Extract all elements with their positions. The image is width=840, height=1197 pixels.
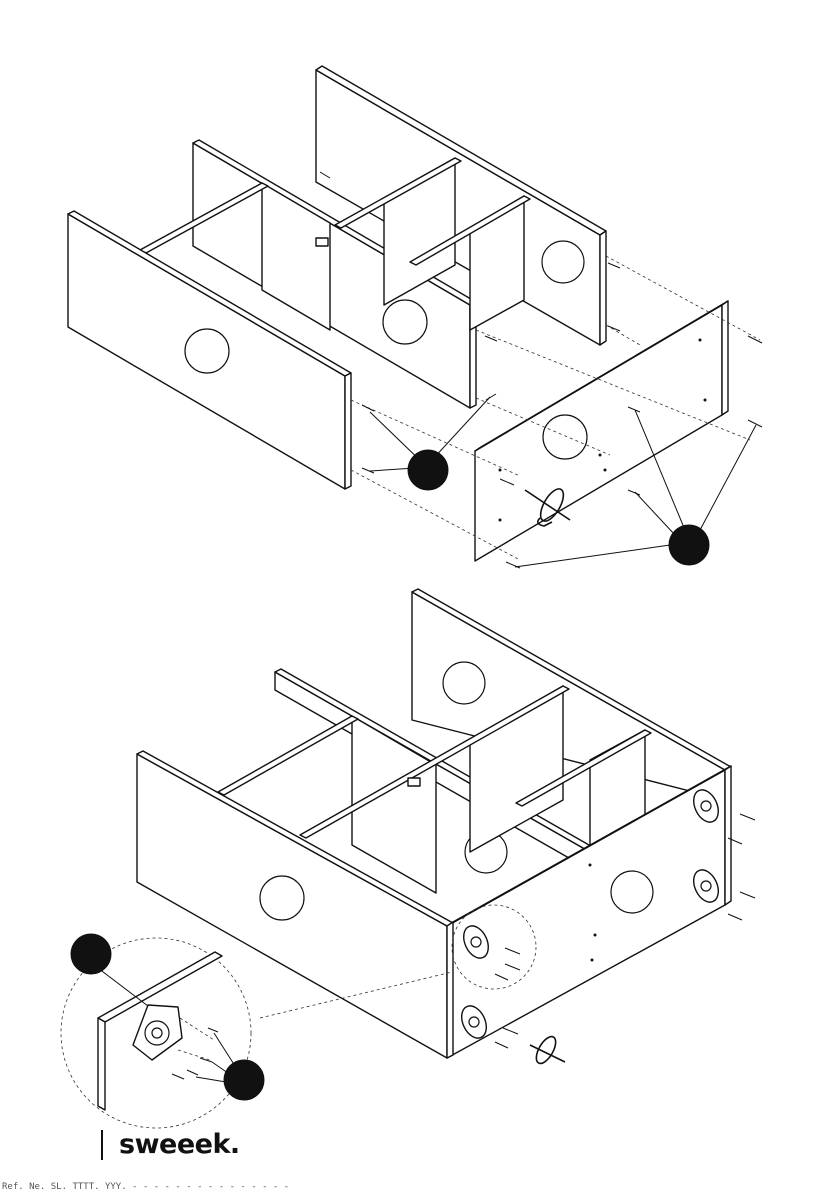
handle-hole: [260, 876, 304, 920]
back-panel: [412, 589, 731, 800]
brand-name: sweeek.: [119, 1129, 240, 1160]
handle-hole: [543, 415, 587, 459]
handle-hole: [185, 329, 229, 373]
step-lower-illustration: [61, 589, 755, 1128]
screwdriver-icon: [530, 1034, 565, 1067]
callout-bubble: [370, 397, 490, 490]
handle-hole: [383, 300, 427, 344]
footer-reference: Ref. Ne. SL. TTTT. YYY. - - - - - - - - …: [2, 1182, 289, 1192]
handle-hole: [611, 871, 653, 913]
callout-bubble: [71, 934, 111, 974]
brand-logo: sweeek.: [101, 1130, 240, 1160]
step-upper-illustration: [68, 66, 762, 568]
handle-hole: [542, 241, 584, 283]
handle-hole: [443, 662, 485, 704]
callout-bubble: [224, 1060, 264, 1100]
detail-zoom: [61, 934, 264, 1128]
